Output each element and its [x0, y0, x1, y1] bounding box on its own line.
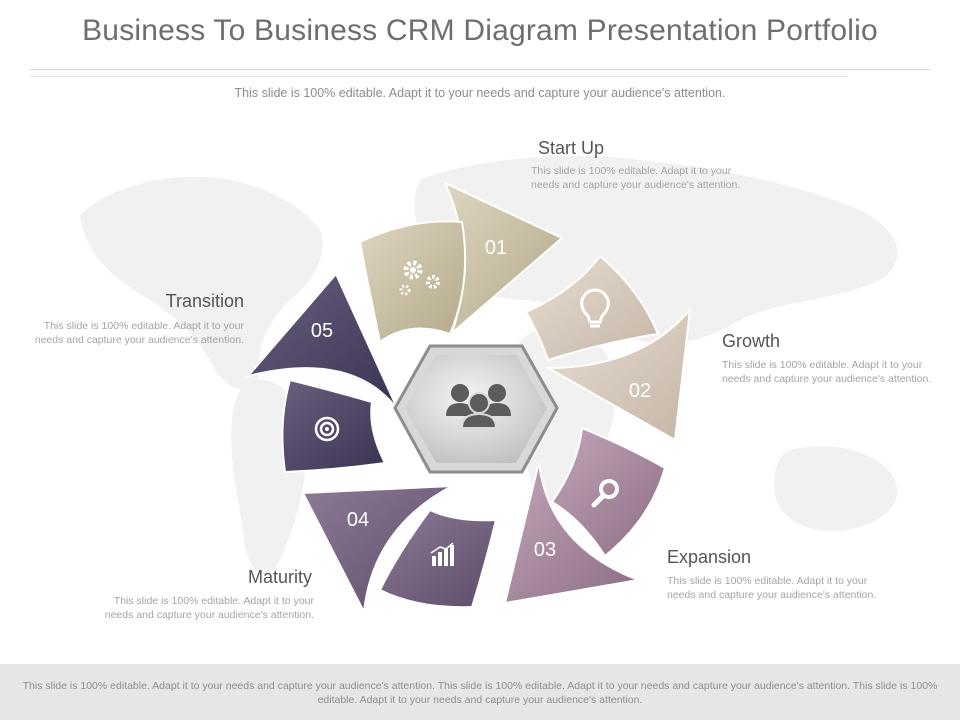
step-arrow-02 [544, 306, 692, 442]
step-number-01: 01 [485, 237, 507, 259]
step-label-03: Expansion [667, 547, 752, 567]
world-map-background [80, 156, 898, 575]
step-number-04: 04 [347, 509, 369, 531]
chart-icon [430, 542, 454, 566]
step-label-05: Transition [165, 291, 244, 311]
title-rule-secondary [30, 76, 848, 77]
footer-text: This slide is 100% editable. Adapt it to… [22, 680, 938, 706]
gears-icon [399, 260, 440, 296]
step-segment-05 [281, 378, 387, 474]
step-label-04: Maturity [247, 567, 312, 587]
step-segment-03 [550, 426, 667, 558]
slide-title: Business To Business CRM Diagram Present… [82, 14, 878, 47]
slide-subtitle: This slide is 100% editable. Adapt it to… [234, 86, 726, 100]
step-label-02: Growth [722, 331, 781, 351]
step-number-05: 05 [311, 320, 333, 342]
people-group-icon [446, 384, 511, 429]
magnifier-icon [591, 479, 619, 508]
step-arrow-04 [301, 485, 453, 616]
lightbulb-icon [580, 288, 610, 328]
step-number-02: 02 [629, 380, 651, 402]
step-description-05: This slide is 100% editable. Adapt it to… [34, 320, 244, 346]
title-rule [30, 69, 930, 70]
step-description-01: This slide is 100% editable. Adapt it to… [531, 165, 741, 191]
step-number-03: 03 [534, 539, 556, 561]
step-segment-02 [524, 254, 660, 362]
step-segment-01 [358, 220, 467, 344]
step-description-02: This slide is 100% editable. Adapt it to… [722, 359, 932, 385]
step-arrow-03 [503, 461, 642, 605]
step-description-04: This slide is 100% editable. Adapt it to… [104, 595, 314, 621]
step-description-03: This slide is 100% editable. Adapt it to… [667, 575, 877, 601]
step-label-01: Start Up [538, 138, 605, 158]
footer-bar: This slide is 100% editable. Adapt it to… [0, 664, 960, 720]
target-icon [314, 416, 340, 442]
